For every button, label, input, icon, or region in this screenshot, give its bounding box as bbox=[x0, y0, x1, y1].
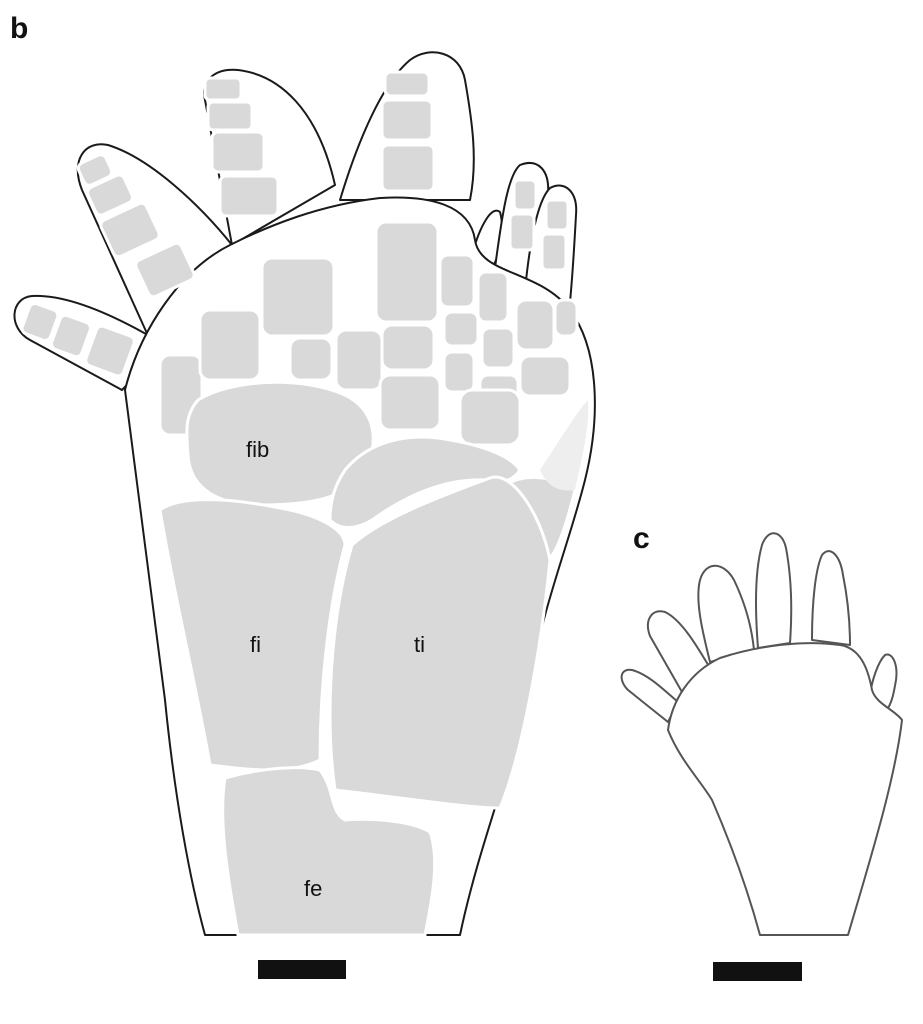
phalanx bbox=[514, 180, 536, 210]
phalanx bbox=[205, 78, 241, 100]
bone bbox=[376, 222, 438, 322]
phalanx bbox=[385, 72, 429, 96]
digit-outline-c bbox=[756, 533, 791, 648]
digit-outline-c bbox=[698, 566, 754, 662]
phalanx bbox=[542, 234, 566, 270]
bone bbox=[200, 310, 260, 380]
bone bbox=[478, 272, 508, 322]
label-fe: fe bbox=[304, 876, 322, 901]
bone bbox=[482, 328, 514, 368]
scale-bar-b bbox=[258, 960, 346, 979]
phalanx bbox=[220, 176, 278, 216]
label-fi: fi bbox=[250, 632, 261, 657]
bone bbox=[262, 258, 334, 336]
bone bbox=[380, 375, 440, 430]
panel-c-limb bbox=[622, 533, 902, 981]
scale-bar-c bbox=[713, 962, 802, 981]
phalanx bbox=[510, 214, 534, 250]
phalanx bbox=[382, 145, 434, 191]
digit-outline-c bbox=[622, 670, 678, 722]
panel-b-limb: fib fi ti fe bbox=[14, 52, 594, 979]
limb-outline-c bbox=[668, 643, 902, 935]
bone bbox=[444, 352, 474, 392]
bone bbox=[555, 300, 577, 336]
bone bbox=[516, 300, 554, 350]
phalanx bbox=[382, 100, 432, 140]
bone bbox=[520, 356, 570, 396]
bone bbox=[460, 390, 520, 445]
phalanx bbox=[208, 102, 252, 130]
bone bbox=[336, 330, 382, 390]
bone bbox=[440, 255, 474, 307]
label-ti: ti bbox=[414, 632, 425, 657]
label-fib: fib bbox=[246, 437, 269, 462]
phalanx bbox=[212, 132, 264, 172]
bone bbox=[290, 338, 332, 380]
phalanx bbox=[546, 200, 568, 230]
bone bbox=[382, 325, 434, 370]
digit-outline-c bbox=[812, 551, 850, 645]
bone bbox=[444, 312, 478, 346]
